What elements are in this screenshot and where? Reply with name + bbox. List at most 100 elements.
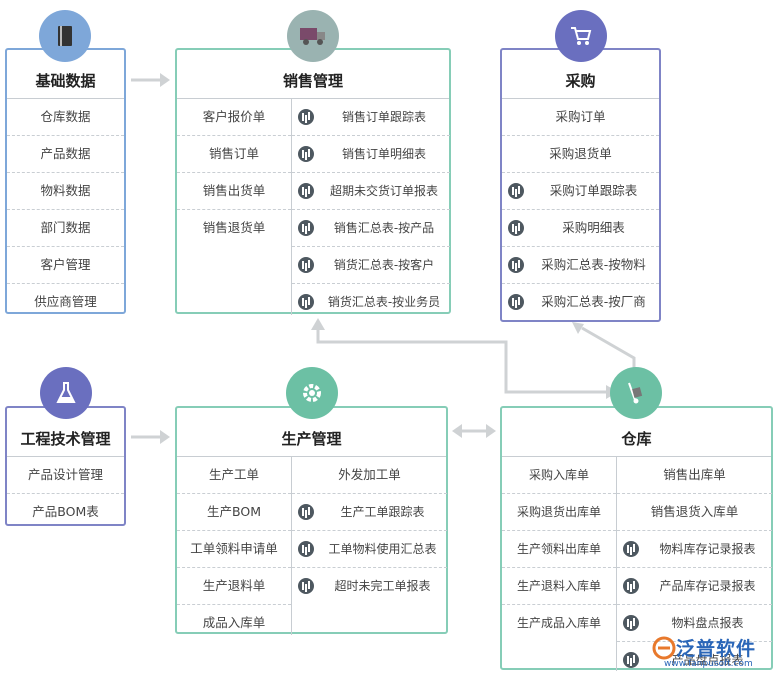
- report-chart-icon: [508, 183, 524, 199]
- warehouse-doc-item-label: 销售出库单: [663, 467, 726, 482]
- sales-report-item-label: 销货汇总表-按客户: [333, 258, 435, 272]
- warehouse-card: 仓库 采购入库单采购退货出库单生产领料出库单生产退料入库单生产成品入库单 销售出…: [500, 406, 773, 671]
- basic-data-item-label: 客户管理: [40, 257, 91, 272]
- production-title: 生产管理: [281, 430, 342, 448]
- warehouse-title: 仓库: [621, 430, 652, 448]
- sales-doc-item: 销售退货单: [177, 210, 291, 246]
- production-doc-item-label: 生产BOM: [207, 504, 261, 519]
- warehouse-doc-item: 销售出库单: [617, 457, 772, 494]
- production-report-item-label: 超时未完工单报表: [334, 579, 431, 593]
- purchase-report-item: 采购明细表: [502, 210, 659, 247]
- warehouse-doc-item: 生产成品入库单: [502, 605, 616, 641]
- sales-report-item: 销货汇总表-按客户: [292, 247, 450, 284]
- basic-data-item-label: 供应商管理: [34, 294, 97, 309]
- report-chart-icon: [508, 257, 524, 273]
- sales-report-item: 销售订单明细表: [292, 136, 450, 173]
- production-doc-item-label: 成品入库单: [202, 615, 266, 630]
- sales-doc-item: 销售订单: [177, 136, 291, 173]
- flask-icon: [40, 367, 92, 419]
- warehouse-report-item: 物料盘点报表: [617, 605, 772, 642]
- production-outsource-item-label: 外发加工单: [338, 467, 401, 482]
- purchase-doc-item: 采购退货单: [502, 136, 659, 173]
- sales-doc-item: 销售出货单: [177, 173, 291, 210]
- report-chart-icon: [298, 257, 314, 273]
- production-outsource-item: 外发加工单: [292, 457, 447, 494]
- warehouse-doc-item: 销售退货入库单: [617, 494, 772, 531]
- purchase-report-item-label: 采购汇总表-按物料: [541, 257, 646, 272]
- sales-report-item-label: 销售订单明细表: [341, 147, 426, 161]
- watermark-brand: 泛普软件: [676, 638, 757, 660]
- warehouse-docs: 采购入库单采购退货出库单生产领料出库单生产退料入库单生产成品入库单: [502, 457, 616, 641]
- basic-data-list: 仓库数据产品数据物料数据部门数据客户管理供应商管理: [7, 98, 124, 320]
- warehouse-report-item: 产品盘点报表: [617, 642, 772, 678]
- production-report-item-label: 工单物料使用汇总表: [328, 542, 437, 556]
- sales-doc-item-label: 销售退货单: [202, 220, 266, 235]
- sales-docs: 客户报价单销售订单销售出货单销售退货单: [177, 99, 291, 246]
- basic-data-item: 部门数据: [7, 210, 124, 247]
- report-chart-icon: [298, 541, 314, 557]
- report-chart-icon: [508, 220, 524, 236]
- report-chart-icon: [298, 109, 314, 125]
- sales-doc-item-label: 销售订单: [208, 146, 259, 161]
- production-doc-item: 生产退料单: [177, 568, 291, 605]
- sales-doc-item-label: 销售出货单: [202, 183, 266, 198]
- purchase-report-item-label: 采购汇总表-按厂商: [541, 294, 646, 309]
- production-doc-item-label: 生产退料单: [202, 578, 266, 593]
- sales-card: 销售管理 客户报价单销售订单销售出货单销售退货单 销售订单跟踪表销售订单明细表超…: [175, 48, 451, 315]
- basic-data-item: 仓库数据: [7, 99, 124, 136]
- basic-data-title: 基础数据: [35, 72, 96, 90]
- engineering-title: 工程技术管理: [20, 430, 111, 448]
- report-chart-icon: [298, 146, 314, 162]
- basic-data-item: 产品数据: [7, 136, 124, 173]
- basic-data-item-label: 产品数据: [40, 146, 91, 161]
- sales-doc-item-label: 客户报价单: [202, 109, 266, 124]
- warehouse-doc-item-label: 采购退货出库单: [516, 505, 601, 519]
- production-report-item-label: 生产工单跟踪表: [340, 505, 425, 519]
- warehouse-report-item-label: 产品库存记录报表: [659, 579, 756, 593]
- sales-report-item-label: 销货汇总表-按业务员: [327, 295, 441, 309]
- warehouse-doc-item-label: 生产领料出库单: [516, 542, 601, 556]
- warehouse-doc-item-label: 生产退料入库单: [516, 579, 601, 593]
- warehouse-doc-item-label: 生产成品入库单: [516, 616, 601, 630]
- production-report-item: 超时未完工单报表: [292, 568, 447, 604]
- production-doc-item-label: 生产工单: [208, 467, 259, 482]
- purchase-doc-item-label: 采购退货单: [549, 146, 612, 161]
- engineering-item: 产品BOM表: [7, 494, 124, 530]
- sales-report-item-label: 超期未交货订单报表: [329, 184, 438, 198]
- book-icon: [39, 10, 91, 62]
- warehouse-reports: 销售出库单销售退货入库单物料库存记录报表产品库存记录报表物料盘点报表产品盘点报表: [616, 457, 772, 671]
- purchase-report-item: 采购汇总表-按物料: [502, 247, 659, 284]
- basic-data-item: 物料数据: [7, 173, 124, 210]
- warehouse-doc-item-label: 采购入库单: [528, 468, 589, 482]
- engineering-list: 产品设计管理产品BOM表: [7, 456, 124, 530]
- engineering-item: 产品设计管理: [7, 457, 124, 494]
- warehouse-report-item-label: 物料盘点报表: [671, 616, 744, 630]
- production-doc-item: 工单领料申请单: [177, 531, 291, 568]
- warehouse-report-item: 产品库存记录报表: [617, 568, 772, 605]
- production-docs: 生产工单生产BOM 工单领料申请单生产退料单成品入库单: [177, 457, 291, 641]
- sales-doc-item: 客户报价单: [177, 99, 291, 136]
- warehouse-doc-item: 生产退料入库单: [502, 568, 616, 605]
- purchase-title: 采购: [565, 72, 596, 90]
- report-chart-icon: [298, 220, 314, 236]
- warehouse-report-item-label: 产品盘点报表: [671, 653, 744, 667]
- report-chart-icon: [623, 541, 639, 557]
- watermark-logo: 泛普软件 www.fanpusoft.com: [652, 634, 778, 674]
- warehouse-doc-item-label: 销售退货入库单: [650, 504, 739, 519]
- report-chart-icon: [298, 504, 314, 520]
- report-chart-icon: [508, 294, 524, 310]
- purchase-report-item: 采购订单跟踪表: [502, 173, 659, 210]
- purchase-report-item-label: 采购订单跟踪表: [549, 183, 638, 198]
- purchase-report-item: 采购汇总表-按厂商: [502, 284, 659, 320]
- sales-report-item: 销售订单跟踪表: [292, 99, 450, 136]
- report-chart-icon: [623, 578, 639, 594]
- hand-truck-icon: [610, 367, 662, 419]
- warehouse-doc-item: 采购入库单: [502, 457, 616, 494]
- production-doc-item: 生产BOM: [177, 494, 291, 531]
- basic-data-item-label: 部门数据: [40, 220, 91, 235]
- warehouse-report-item: 物料库存记录报表: [617, 531, 772, 568]
- production-doc-item: 成品入库单: [177, 605, 291, 641]
- truck-icon: [287, 10, 339, 62]
- arrow-sales-warehouse: [316, 328, 610, 394]
- gear-icon: [286, 367, 338, 419]
